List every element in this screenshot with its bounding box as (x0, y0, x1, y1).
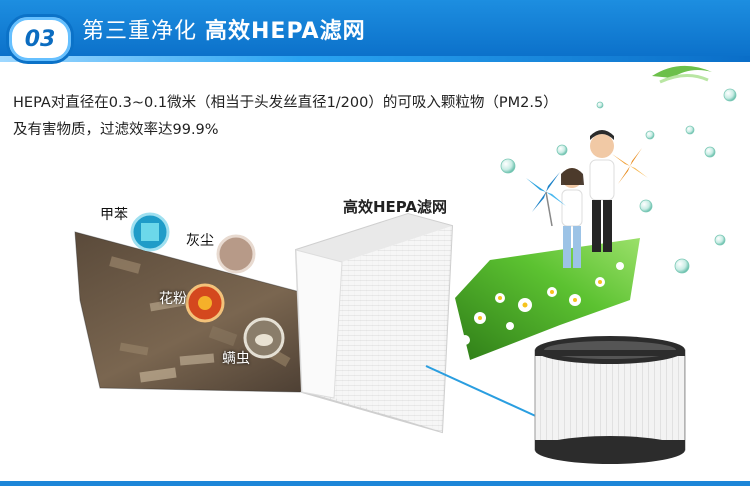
benzene-label: 甲苯 (100, 207, 128, 223)
benzene-icon (130, 212, 170, 252)
dust-label: 灰尘 (186, 233, 214, 249)
header-accent-band (0, 56, 750, 62)
green-swirl-icon (652, 65, 712, 84)
section-title-prefix: 第三重净化 (82, 19, 198, 44)
children-illustration (561, 130, 615, 268)
bottom-border (0, 481, 750, 486)
filter-label: 高效HEPA滤网 (343, 198, 448, 216)
orange-pinwheel-icon (612, 148, 648, 184)
water-bubbles (500, 88, 737, 274)
dust-icon (216, 234, 256, 274)
pollen-icon (185, 283, 225, 323)
blue-pinwheel-icon (526, 172, 566, 227)
header-bar (0, 0, 750, 62)
filter-callout-line (425, 365, 541, 419)
mite-label: 螨虫 (222, 351, 250, 367)
clean-air-ribbon (455, 238, 640, 360)
pollen-label: 花粉 (159, 291, 187, 307)
step-number: 03 (24, 26, 56, 52)
description-line-2: 及有害物质，过滤效率达99.9% (13, 122, 219, 138)
description-text: HEPA对直径在0.3~0.1微米（相当于头发丝直径1/200）的可吸入颗粒物（… (13, 90, 573, 144)
section-title: 第三重净化 高效HEPA滤网 (82, 13, 366, 45)
section-title-highlight: 高效HEPA滤网 (205, 19, 366, 44)
mite-icon (243, 317, 285, 359)
step-number-badge: 03 (6, 14, 74, 64)
description-line-1: HEPA对直径在0.3~0.1微米（相当于头发丝直径1/200）的可吸入颗粒物（… (13, 95, 558, 111)
hepa-panel-filter (294, 212, 454, 434)
hepa-cylinder-filter (534, 336, 686, 464)
